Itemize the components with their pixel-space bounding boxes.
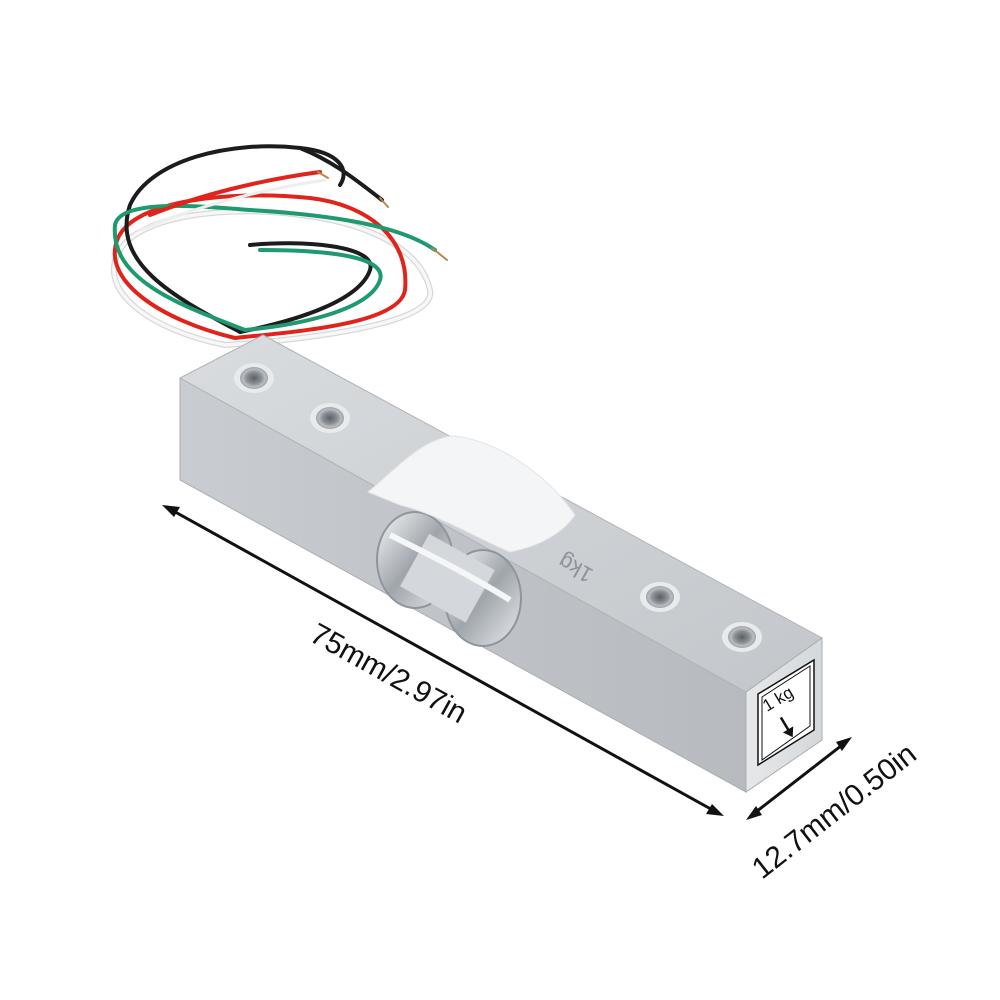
width-dimension-line bbox=[751, 740, 847, 817]
screw-hole-1 bbox=[234, 363, 274, 393]
load-cell-bar: 1kg 1 kg bbox=[178, 334, 823, 793]
wire-black-end bbox=[298, 146, 384, 202]
width-arrow-start bbox=[746, 806, 762, 820]
screw-hole-3 bbox=[640, 582, 680, 612]
wire-tip-green bbox=[431, 247, 448, 261]
strain-gauge-coating bbox=[367, 435, 576, 553]
wire-green bbox=[112, 203, 437, 332]
down-arrow-icon bbox=[779, 716, 794, 738]
wire-tip-black bbox=[379, 197, 389, 208]
screw-hole-4 bbox=[722, 622, 762, 652]
width-arrow-end bbox=[836, 737, 852, 751]
wire-red bbox=[112, 193, 408, 340]
length-label: 75mm/2.97in bbox=[305, 617, 473, 730]
wire-bundle bbox=[111, 144, 448, 348]
wire-red-tail bbox=[148, 170, 322, 217]
through-hole bbox=[376, 511, 522, 647]
length-dimension-line bbox=[167, 506, 719, 815]
wire-tip-red bbox=[317, 171, 329, 179]
screw-hole-2 bbox=[310, 403, 350, 433]
wire-white-tail bbox=[138, 178, 327, 232]
end-sticker: 1 kg bbox=[757, 658, 815, 767]
double-headed-arrow-icon bbox=[162, 505, 180, 517]
length-arrow-end bbox=[706, 804, 724, 816]
wire-black bbox=[124, 144, 373, 334]
